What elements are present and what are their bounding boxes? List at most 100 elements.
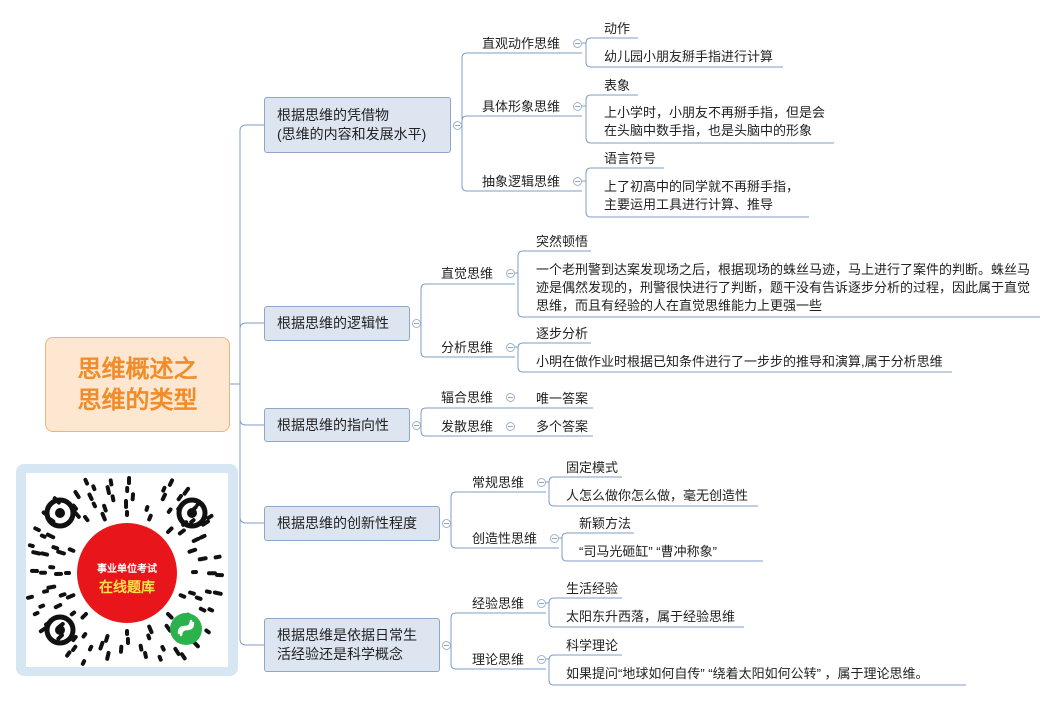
subtopic-conventional-thinking[interactable]: 常规思维 xyxy=(472,475,525,490)
qr-dot xyxy=(27,543,35,549)
qr-dot xyxy=(206,513,214,521)
collapse-icon[interactable] xyxy=(506,422,515,431)
subtopic-action-thinking[interactable]: 直观动作思维 xyxy=(482,36,561,51)
leaf-text: 小明在做作业时根据已知条件进行了一步步的推导和演算,属于分析思维 xyxy=(536,354,943,369)
qr-dot xyxy=(161,485,167,493)
connector-line xyxy=(561,532,634,539)
branch-by-experience-or-science[interactable]: 根据思维是依据日常生 活经验还是科学概念 xyxy=(264,618,440,672)
qr-dot xyxy=(177,528,186,536)
leaf-text: 上小学时，小朋友不再掰手指，但是会 在头脑中数手指，也是头脑中的形象 xyxy=(604,105,826,138)
subtopic-convergent-thinking[interactable]: 辐合思维 xyxy=(441,390,494,405)
subtopic-empirical-thinking[interactable]: 经验思维 xyxy=(472,596,525,611)
connector-line xyxy=(548,597,622,604)
central-topic-line1: 思维概述之 xyxy=(77,355,198,383)
qr-dot xyxy=(91,501,97,509)
subtopic-theoretical-thinking[interactable]: 理论思维 xyxy=(472,652,525,667)
qr-dot xyxy=(173,646,181,656)
qr-dot xyxy=(87,644,94,652)
leaf-text: 生活经验 xyxy=(566,581,619,596)
qr-dot xyxy=(147,624,154,635)
qr-dot xyxy=(45,532,56,540)
branch-connector xyxy=(239,124,264,384)
qr-code: 事业单位考试 在线题库 xyxy=(26,473,228,667)
connector-line xyxy=(548,654,622,661)
collapse-icon[interactable] xyxy=(412,421,421,430)
connector-line xyxy=(585,94,638,106)
qr-dot xyxy=(191,536,201,543)
collapse-icon[interactable] xyxy=(442,641,451,650)
subtopic-creative-thinking[interactable]: 创造性思维 xyxy=(472,531,538,546)
qr-dot xyxy=(65,593,76,600)
branch-by-medium[interactable]: 根据思维的凭借物 (思维的内容和发展水平) xyxy=(264,97,451,153)
leaf-text: 人怎么做你怎么做，毫无创造性 xyxy=(566,488,749,503)
collapse-icon[interactable] xyxy=(537,655,546,664)
branch-connector xyxy=(239,384,264,524)
connector-line xyxy=(548,603,744,628)
qr-dot xyxy=(204,628,211,635)
subtopic-divergent-thinking[interactable]: 发散思维 xyxy=(441,419,494,434)
central-topic[interactable]: 思维概述之 思维的类型 xyxy=(45,337,230,432)
qr-finder-dot xyxy=(55,508,65,518)
connector-line xyxy=(461,125,582,192)
subtopic-image-thinking[interactable]: 具体形象思维 xyxy=(482,99,561,114)
qr-dot xyxy=(46,584,57,590)
collapse-icon[interactable] xyxy=(506,393,515,402)
connector-line xyxy=(420,425,593,437)
qr-dot xyxy=(110,494,116,503)
leaf-text: 太阳东升西落，属于经验思维 xyxy=(566,609,736,624)
qr-dot xyxy=(157,654,163,662)
qr-dot xyxy=(160,644,166,652)
qr-dot xyxy=(31,550,42,556)
connector-line xyxy=(517,347,952,373)
connector-line xyxy=(450,612,546,645)
qr-dot xyxy=(144,505,150,512)
connector-line xyxy=(420,323,515,358)
collapse-icon[interactable] xyxy=(573,177,582,186)
qr-dot xyxy=(146,633,152,641)
qr-dot xyxy=(147,513,153,522)
qr-dot xyxy=(83,514,90,523)
leaf-text: 逐步分析 xyxy=(536,326,589,341)
collapse-icon[interactable] xyxy=(506,269,515,278)
leaf-text: 新颖方法 xyxy=(579,516,632,531)
subtopic-abstract-thinking[interactable]: 抽象逻辑思维 xyxy=(482,174,561,189)
subtopic-intuitive-thinking[interactable]: 直觉思维 xyxy=(441,266,494,281)
qr-dot xyxy=(197,556,208,562)
collapse-icon[interactable] xyxy=(573,39,582,48)
subtopic-analytic-thinking[interactable]: 分析思维 xyxy=(441,340,494,355)
qr-dot xyxy=(178,593,187,599)
qr-dot xyxy=(26,594,34,600)
collapse-icon[interactable] xyxy=(537,478,546,487)
collapse-icon[interactable] xyxy=(453,121,462,130)
qr-dot xyxy=(71,634,78,643)
connector-line xyxy=(461,115,582,125)
central-topic-line2: 思维的类型 xyxy=(77,386,198,414)
collapse-icon[interactable] xyxy=(412,319,421,328)
leaf-text: 上了初高中的同学就不再掰手指， 主要运用工具进行计算、推导 xyxy=(604,179,800,212)
connector-line xyxy=(420,407,593,425)
branch-by-creativity[interactable]: 根据思维的创新性程度 xyxy=(264,506,440,541)
collapse-icon[interactable] xyxy=(573,102,582,111)
branch-connector xyxy=(239,384,264,646)
leaf-text: 唯一答案 xyxy=(536,391,589,406)
branch-by-direction[interactable]: 根据思维的指向性 xyxy=(264,408,410,442)
collapse-icon[interactable] xyxy=(442,519,451,528)
connector-line xyxy=(585,43,783,68)
connector-line xyxy=(420,283,515,323)
branch-label-line: 活经验还是科学概念 xyxy=(277,646,403,662)
leaf-text: 多个答案 xyxy=(536,419,589,434)
qr-dot xyxy=(87,492,94,502)
qr-dot xyxy=(213,554,222,560)
leaf-text: 一个老刑警到达案发现场之后，根据现场的蛛丝马迹，马上进行了案件的判断。蛛丝马 迹… xyxy=(536,262,1031,313)
collapse-icon[interactable] xyxy=(550,534,559,543)
leaf-text: “司马光砸缸” “曹冲称象” xyxy=(579,544,717,559)
branch-by-logic[interactable]: 根据思维的逻辑性 xyxy=(264,306,410,341)
collapse-icon[interactable] xyxy=(506,343,515,352)
leaf-text: 表象 xyxy=(604,78,631,93)
connector-line xyxy=(461,52,582,125)
branch-label-line: 根据思维的逻辑性 xyxy=(277,315,389,331)
qr-dot xyxy=(102,503,108,513)
qr-code-panel[interactable]: 事业单位考试 在线题库 xyxy=(16,464,238,676)
qr-dot xyxy=(167,478,175,487)
collapse-icon[interactable] xyxy=(537,599,546,608)
